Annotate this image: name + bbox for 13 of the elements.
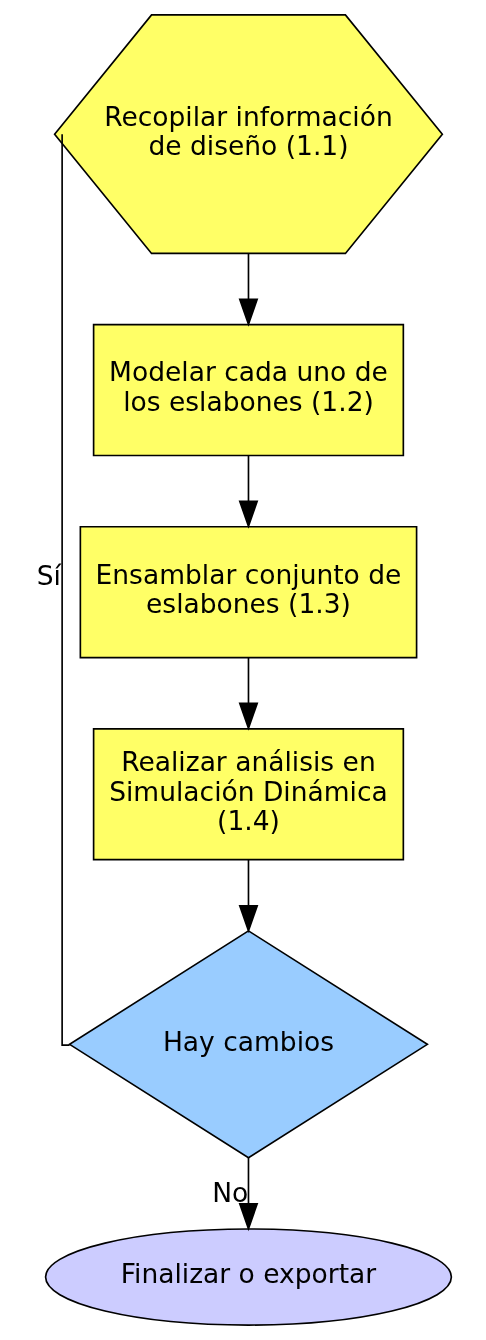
node-ellipse: Finalizar o exportar — [44, 1228, 452, 1326]
edge-label: Sí — [36, 559, 61, 591]
connector — [60, 133, 70, 1046]
arrow — [238, 656, 258, 731]
node-diamond: Hay cambios — [67, 929, 429, 1159]
node-box: Realizar análisis en Simulación Dinámica (1.4) — [92, 727, 404, 861]
arrow — [238, 454, 258, 529]
edge-label: No — [211, 1177, 248, 1209]
node-box: Modelar cada uno de los eslabones (1.2) — [92, 323, 404, 457]
arrow — [238, 253, 258, 327]
arrow — [238, 859, 258, 934]
arrow — [238, 1157, 258, 1232]
node-box: Ensamblar conjunto de eslabones (1.3) — [79, 525, 417, 659]
